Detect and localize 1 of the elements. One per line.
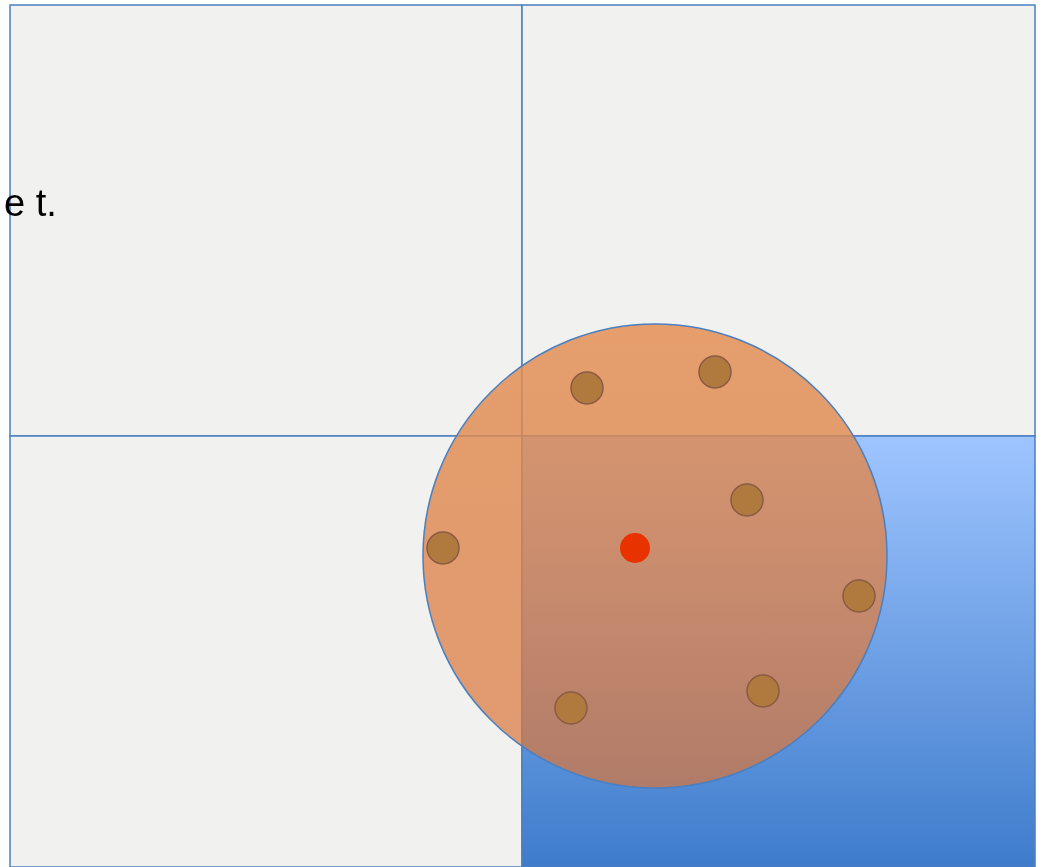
text-fragment: e t. (4, 182, 57, 225)
